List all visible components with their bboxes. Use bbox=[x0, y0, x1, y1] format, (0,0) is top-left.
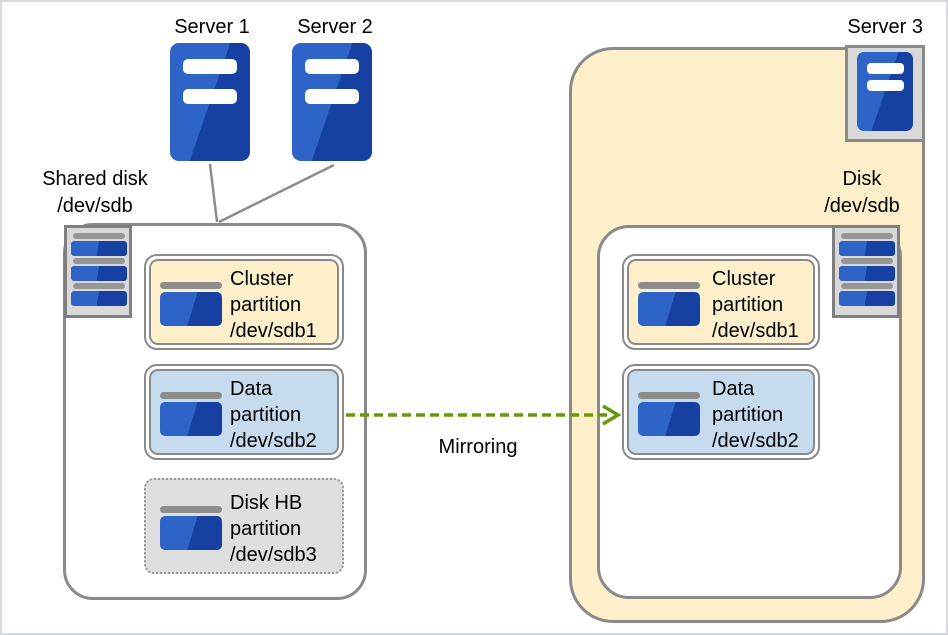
disk-bar bbox=[841, 233, 893, 239]
partition-name-line: partition bbox=[230, 518, 302, 540]
disk-platter bbox=[71, 266, 127, 281]
partition-name-line: partition bbox=[712, 294, 784, 316]
server3-tower-icon bbox=[845, 45, 925, 142]
disk-hb-partition-box: Disk HB partition /dev/sdb3 bbox=[144, 478, 344, 574]
partition-name-line: Cluster bbox=[712, 268, 776, 290]
partition-disk-icon bbox=[638, 282, 700, 289]
server1-label: Server 1 bbox=[174, 16, 250, 38]
data-partition-text: Data partition /dev/sdb2 bbox=[712, 376, 799, 454]
partition-disk-icon bbox=[160, 516, 222, 550]
disk-label-line1: Disk bbox=[842, 168, 882, 190]
server-tower-icon bbox=[857, 52, 913, 131]
server-slot-icon bbox=[867, 80, 904, 91]
disk-platter bbox=[71, 291, 127, 306]
cluster-partition-box-right: Cluster partition /dev/sdb1 bbox=[622, 254, 820, 350]
server-slot-icon bbox=[183, 89, 237, 104]
cluster-partition-box-left: Cluster partition /dev/sdb1 bbox=[144, 254, 344, 350]
disk-label: Disk /dev/sdb bbox=[797, 166, 927, 220]
partition-name-line: Cluster bbox=[230, 268, 294, 290]
server1-tower-icon bbox=[170, 43, 250, 161]
partition-name-line: Data bbox=[230, 378, 273, 400]
disk-platter bbox=[839, 266, 895, 281]
partition-name-line: Disk HB bbox=[230, 492, 303, 514]
data-partition-text: Data partition /dev/sdb2 bbox=[230, 376, 317, 454]
server2-tower-icon bbox=[292, 43, 372, 161]
data-partition-box-right: Data partition /dev/sdb2 bbox=[622, 364, 820, 460]
partition-disk-icon bbox=[160, 402, 222, 436]
partition-device: /dev/sdb1 bbox=[230, 320, 317, 342]
disk-platter bbox=[839, 241, 895, 256]
disk-bar bbox=[841, 258, 893, 264]
disk-bar bbox=[73, 258, 125, 264]
partition-disk-icon bbox=[160, 282, 222, 289]
server-slot-icon bbox=[305, 59, 359, 74]
partition-disk-icon bbox=[160, 506, 222, 513]
partition-name-line: partition bbox=[712, 404, 784, 426]
partition-name-line: partition bbox=[230, 404, 302, 426]
shared-disk-label: Shared disk /dev/sdb bbox=[20, 166, 170, 220]
disk-platter bbox=[839, 291, 895, 306]
partition-name-line: Data bbox=[712, 378, 755, 400]
data-partition-box-left: Data partition /dev/sdb2 bbox=[144, 364, 344, 460]
shared-disk-label-line1: Shared disk bbox=[42, 168, 148, 190]
cluster-partition-text: Cluster partition /dev/sdb1 bbox=[712, 266, 799, 344]
partition-disk-icon bbox=[638, 402, 700, 436]
partition-disk-icon bbox=[638, 292, 700, 326]
partition-disk-icon bbox=[160, 392, 222, 399]
server-slot-icon bbox=[183, 59, 237, 74]
mirroring-label: Mirroring bbox=[438, 436, 518, 458]
server3-label: Server 3 bbox=[847, 16, 923, 38]
partition-device: /dev/sdb2 bbox=[230, 430, 317, 452]
server-slot-icon bbox=[305, 89, 359, 104]
partition-device: /dev/sdb1 bbox=[712, 320, 799, 342]
shared-disk-label-line2: /dev/sdb bbox=[57, 195, 133, 217]
disk-stack-icon bbox=[832, 225, 900, 318]
inner-ring bbox=[149, 369, 339, 455]
partition-disk-icon bbox=[160, 292, 222, 326]
disk-bar bbox=[73, 233, 125, 239]
server2-label: Server 2 bbox=[297, 16, 373, 38]
disk-bar bbox=[841, 283, 893, 289]
shared-disk-stack-icon bbox=[64, 225, 132, 318]
partition-name-line: partition bbox=[230, 294, 302, 316]
disk-platter bbox=[71, 241, 127, 256]
partition-device: /dev/sdb3 bbox=[230, 544, 317, 566]
disk-label-line2: /dev/sdb bbox=[824, 195, 900, 217]
partition-disk-icon bbox=[638, 392, 700, 399]
disk-bar bbox=[73, 283, 125, 289]
server-slot-icon bbox=[867, 63, 904, 74]
disk-hb-partition-text: Disk HB partition /dev/sdb3 bbox=[230, 490, 317, 568]
cluster-partition-text: Cluster partition /dev/sdb1 bbox=[230, 266, 317, 344]
partition-device: /dev/sdb2 bbox=[712, 430, 799, 452]
